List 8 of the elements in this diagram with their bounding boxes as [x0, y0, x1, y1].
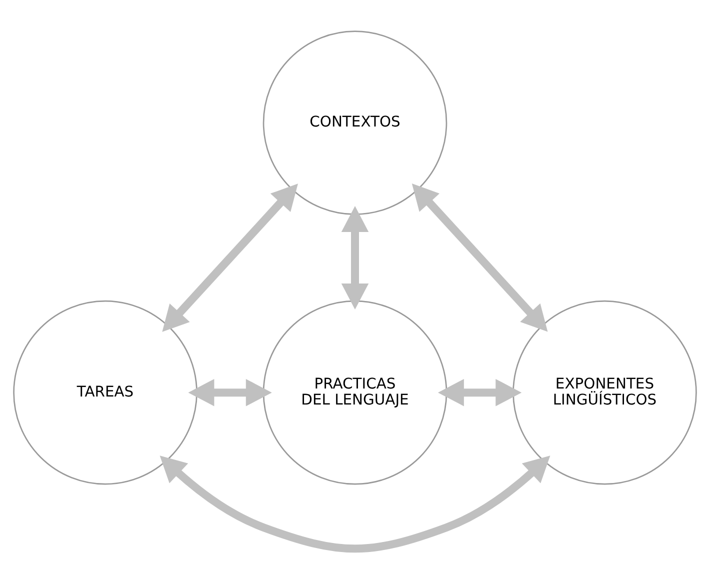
arrow — [188, 378, 272, 406]
arrow — [160, 455, 550, 552]
arrow — [162, 183, 298, 332]
arrow — [412, 182, 548, 332]
arrow — [341, 206, 369, 310]
node-circle: PRACTICAS DEL LENGUAJE — [262, 300, 448, 484]
arrow — [438, 378, 522, 406]
node-circle: CONTEXTOS — [262, 30, 448, 214]
